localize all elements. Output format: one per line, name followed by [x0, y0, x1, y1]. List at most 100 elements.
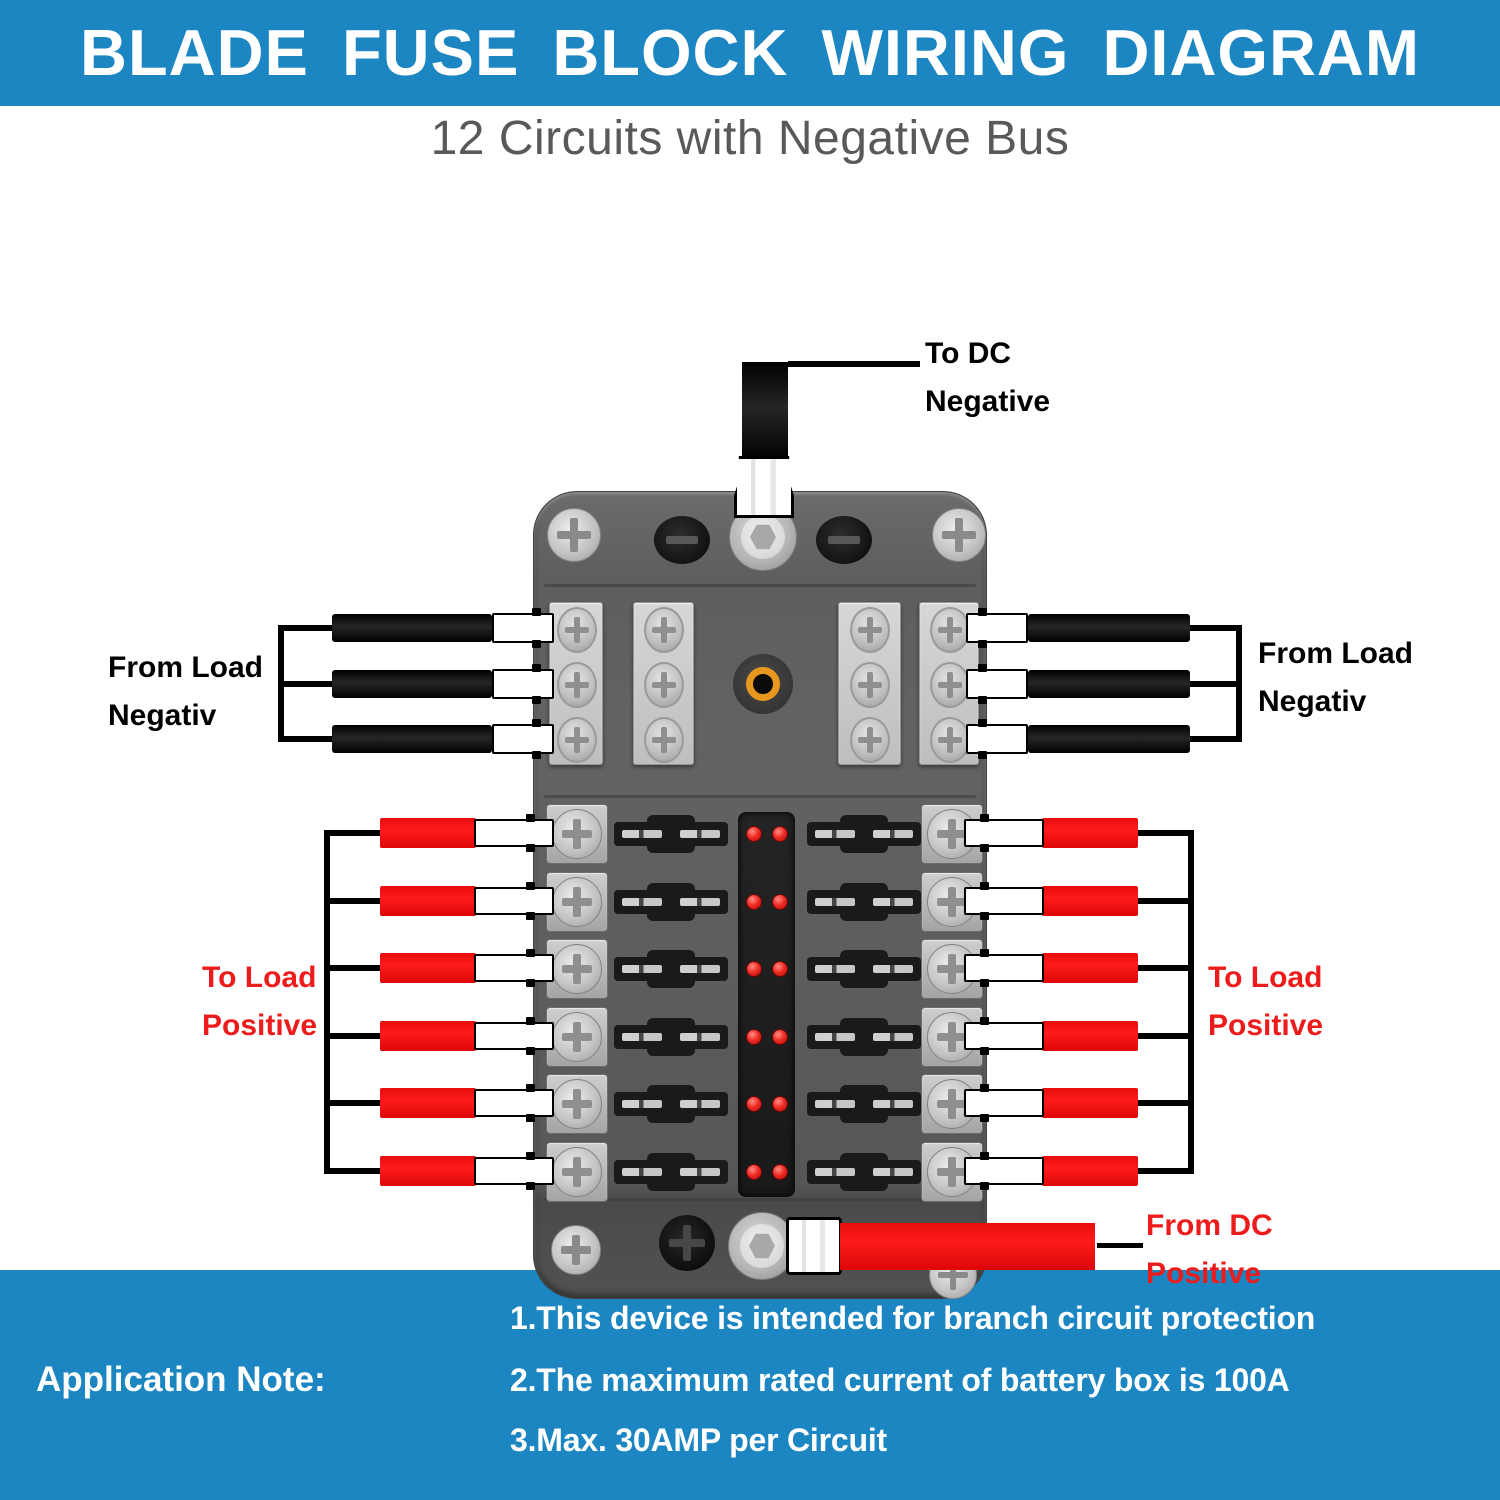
- bracket-stub: [324, 1033, 386, 1039]
- bracket-stub: [1182, 736, 1242, 742]
- fuse-block: [533, 491, 987, 1299]
- terminal-screw-icon: [552, 1079, 602, 1129]
- bracket-stub: [1132, 830, 1194, 836]
- to-dc-label: To DC Negative: [925, 330, 1050, 426]
- bus-screw-icon: [930, 607, 970, 653]
- ridge: [544, 795, 976, 798]
- bus-screw-icon: [930, 662, 970, 708]
- load-positive-wire: [1042, 1156, 1138, 1186]
- to-dc-pointer-line: [788, 361, 920, 367]
- fuse-terminal: [546, 939, 608, 999]
- bracket-stub: [324, 830, 386, 836]
- load-positive-wire: [1042, 818, 1138, 848]
- fuse-led: [746, 1096, 762, 1112]
- fuse-led: [772, 961, 788, 977]
- wire-terminal-tip: [964, 1152, 1044, 1190]
- blade-fuse: [807, 815, 921, 853]
- fuse-terminal: [546, 1142, 608, 1202]
- bracket-stub: [278, 681, 338, 687]
- wire-terminal-tip: [492, 608, 554, 648]
- load-positive-wire: [1042, 1021, 1138, 1051]
- diagram: To DC Negative From Load Negativ From Lo…: [0, 106, 1500, 1299]
- from-load-right-label: From Load Negativ: [1258, 630, 1413, 726]
- application-note-item: 2.The maximum rated current of battery b…: [510, 1362, 1290, 1398]
- fuse-led: [746, 1029, 762, 1045]
- wire-terminal-tip: [474, 1084, 554, 1122]
- bus-screw-icon: [557, 662, 597, 708]
- terminal-screw-icon: [927, 1012, 977, 1062]
- application-note-banner: Application Note: 1.This device is inten…: [0, 1270, 1500, 1500]
- terminal-screw-icon: [552, 877, 602, 927]
- wire-terminal-tip: [474, 814, 554, 852]
- top-banner: BLADE FUSE BLOCK WIRING DIAGRAM: [0, 0, 1500, 106]
- terminal-screw-icon: [552, 1012, 602, 1062]
- to-load-right-line2: Positive: [1208, 1009, 1324, 1042]
- blade-fuse: [614, 883, 728, 921]
- fuse-terminal: [921, 804, 983, 864]
- blade-fuse: [614, 1018, 728, 1056]
- load-positive-wire: [380, 953, 476, 983]
- from-load-left-line2: Negativ: [108, 699, 217, 732]
- dc-positive-lug: [786, 1217, 842, 1275]
- bus-screw-icon: [850, 607, 890, 653]
- terminal-screw-icon: [552, 944, 602, 994]
- from-dc-line1: From DC: [1146, 1209, 1273, 1242]
- wire-terminal-tip: [966, 608, 1028, 648]
- to-load-left-line2: Positive: [202, 1009, 318, 1042]
- terminal-screw-icon: [552, 1147, 602, 1197]
- wire-terminal-tip: [474, 1152, 554, 1190]
- blade-fuse: [807, 1018, 921, 1056]
- bus-screw-icon: [557, 607, 597, 653]
- wire-terminal-tip: [966, 719, 1028, 759]
- to-load-right-label: To Load Positive: [1208, 954, 1323, 1050]
- ridge: [544, 1198, 976, 1201]
- load-positive-wire: [1042, 1088, 1138, 1118]
- blade-fuse: [614, 1153, 728, 1191]
- to-dc-line2: Negative: [925, 385, 1051, 418]
- ridge: [544, 584, 976, 587]
- wire-terminal-tip: [964, 814, 1044, 852]
- fuse-led: [746, 1164, 762, 1180]
- wire-terminal-tip: [964, 949, 1044, 987]
- bracket-stub: [1132, 898, 1194, 904]
- page-subtitle: 12 Circuits with Negative Bus: [430, 112, 1070, 165]
- from-load-left-label: From Load Negativ: [108, 644, 263, 740]
- from-load-right-line1: From Load: [1258, 637, 1413, 670]
- bracket-stub: [324, 965, 386, 971]
- from-dc-label: From DC Positive: [1146, 1202, 1273, 1298]
- dc-negative-wire: [742, 362, 788, 462]
- terminal-screw-icon: [552, 809, 602, 859]
- wire-terminal-tip: [474, 949, 554, 987]
- load-negative-wire: [1028, 725, 1190, 753]
- to-dc-line1: To DC: [925, 337, 1012, 370]
- wire-terminal-tip: [964, 1017, 1044, 1055]
- blade-fuse: [807, 950, 921, 988]
- fuse-led: [746, 894, 762, 910]
- bracket-stub: [1132, 1168, 1194, 1174]
- terminal-screw-icon: [927, 809, 977, 859]
- mount-screw-icon: [551, 1225, 601, 1275]
- fuse-led: [746, 961, 762, 977]
- mounting-hole: [733, 654, 793, 714]
- positive-stud-terminal: [728, 1212, 796, 1280]
- load-negative-wire: [332, 725, 492, 753]
- load-positive-wire: [380, 1021, 476, 1051]
- fuse-terminal: [546, 872, 608, 932]
- bus-screw-icon: [644, 717, 684, 763]
- bracket-stub: [1182, 625, 1242, 631]
- blade-fuse: [614, 815, 728, 853]
- to-load-left-label: To Load Positive: [202, 954, 317, 1050]
- load-positive-wire: [380, 1088, 476, 1118]
- blade-fuse: [807, 1153, 921, 1191]
- blade-fuse: [614, 1085, 728, 1123]
- load-positive-wire: [1042, 953, 1138, 983]
- bracket-stub: [1132, 965, 1194, 971]
- fuse-led: [772, 826, 788, 842]
- application-note-heading: Application Note:: [36, 1360, 326, 1399]
- to-load-right-line1: To Load: [1208, 961, 1323, 994]
- blade-fuse: [614, 950, 728, 988]
- load-negative-wire: [332, 614, 492, 642]
- dc-negative-lug: [734, 456, 794, 518]
- wire-terminal-tip: [474, 1017, 554, 1055]
- wire-terminal-tip: [492, 719, 554, 759]
